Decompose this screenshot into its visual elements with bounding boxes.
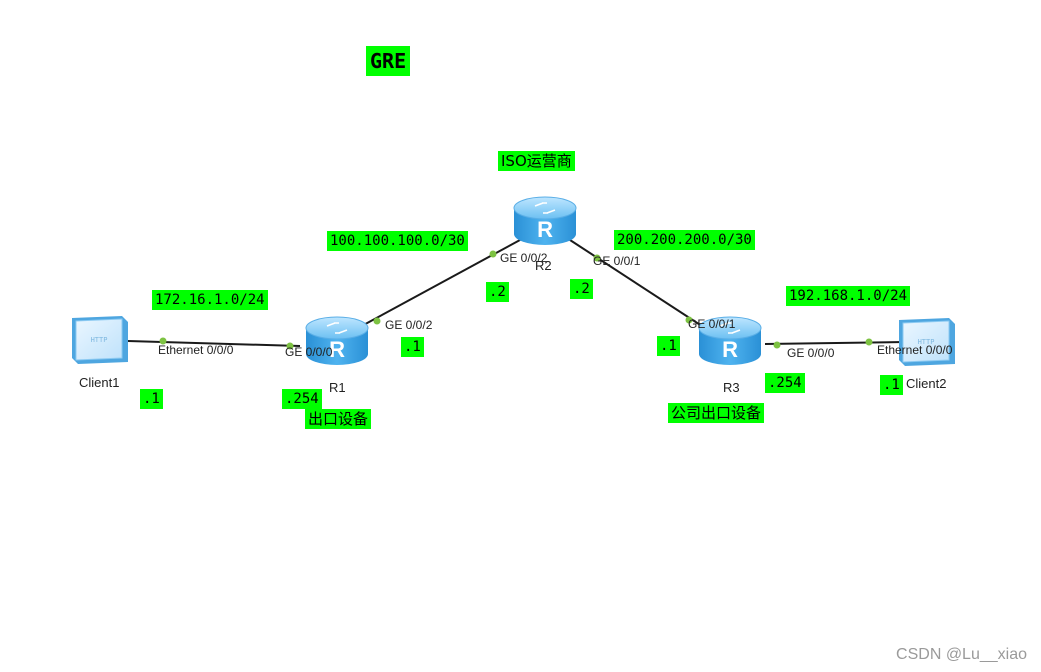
net-left-tag: 100.100.100.0/30 [327, 231, 468, 251]
port-dot-r2-ge002 [489, 250, 497, 258]
client2-name: Client2 [906, 376, 947, 391]
client1-ip-tag: .1 [140, 389, 163, 409]
port-dot-r1-ge002 [373, 317, 381, 325]
port-dot-r2-ge001 [593, 254, 601, 262]
r1-ge002-port-label: GE 0/0/2 [385, 318, 433, 332]
router-r1-icon[interactable]: R [305, 316, 369, 365]
port-dot-client2-eth [865, 338, 873, 346]
router-r2-icon[interactable]: R [513, 196, 577, 245]
r1-name: R1 [329, 380, 346, 395]
r2-right-ip-tag: .2 [570, 279, 593, 299]
lan-left-tag: 172.16.1.0/24 [152, 290, 268, 310]
client1-http-client-icon[interactable]: HTTP [72, 316, 128, 364]
r1-lan-ip-tag: .254 [282, 389, 322, 409]
r2-name: R2 [535, 258, 552, 273]
svg-text:HTTP: HTTP [918, 338, 935, 346]
r3-lan-ip-tag: .254 [765, 373, 805, 393]
r2-ge001-port-label: GE 0/0/1 [593, 254, 641, 268]
port-dots [159, 250, 873, 350]
port-dot-r1-ge000 [286, 342, 294, 350]
r3-name: R3 [723, 380, 740, 395]
r1-wan-ip-tag: .1 [401, 337, 424, 357]
net-right-tag: 200.200.200.0/30 [614, 230, 755, 250]
r1-role-tag: 出口设备 [305, 409, 372, 429]
svg-text:R: R [722, 337, 738, 362]
router-r3-icon[interactable]: R [698, 316, 762, 365]
isp-tag: ISO运营商 [498, 151, 575, 171]
r1-ge000-port-label: GE 0/0/0 [285, 345, 333, 359]
client1-eth-port-label: Ethernet 0/0/0 [158, 343, 234, 357]
client1-name: Client1 [79, 375, 120, 390]
port-dot-r3-ge001 [685, 316, 693, 324]
client2-http-client-icon[interactable]: HTTP [899, 318, 955, 366]
svg-text:R: R [537, 217, 553, 242]
link-client1-r1[interactable] [127, 340, 301, 347]
port-dot-r3-ge000 [773, 341, 781, 349]
r3-wan-ip-tag: .1 [657, 336, 680, 356]
svg-text:R: R [329, 337, 345, 362]
r3-role-tag: 公司出口设备 [668, 403, 765, 423]
diagram-title: GRE [366, 46, 411, 76]
r3-ge000-port-label: GE 0/0/0 [787, 346, 835, 360]
svg-text:HTTP: HTTP [91, 336, 108, 344]
r2-ge002-port-label: GE 0/0/2 [500, 251, 548, 265]
client2-eth-port-label: Ethernet 0/0/0 [877, 343, 953, 357]
lan-right-tag: 192.168.1.0/24 [786, 286, 911, 306]
watermark: CSDN @Lu__xiao [896, 646, 1027, 663]
r2-left-ip-tag: .2 [486, 282, 509, 302]
client2-ip-tag: .1 [880, 375, 903, 395]
port-dot-client1-eth [159, 337, 167, 345]
link-r3-client2[interactable] [764, 341, 906, 345]
r3-ge001-port-label: GE 0/0/1 [688, 317, 736, 331]
link-r2-r3[interactable] [569, 239, 709, 331]
